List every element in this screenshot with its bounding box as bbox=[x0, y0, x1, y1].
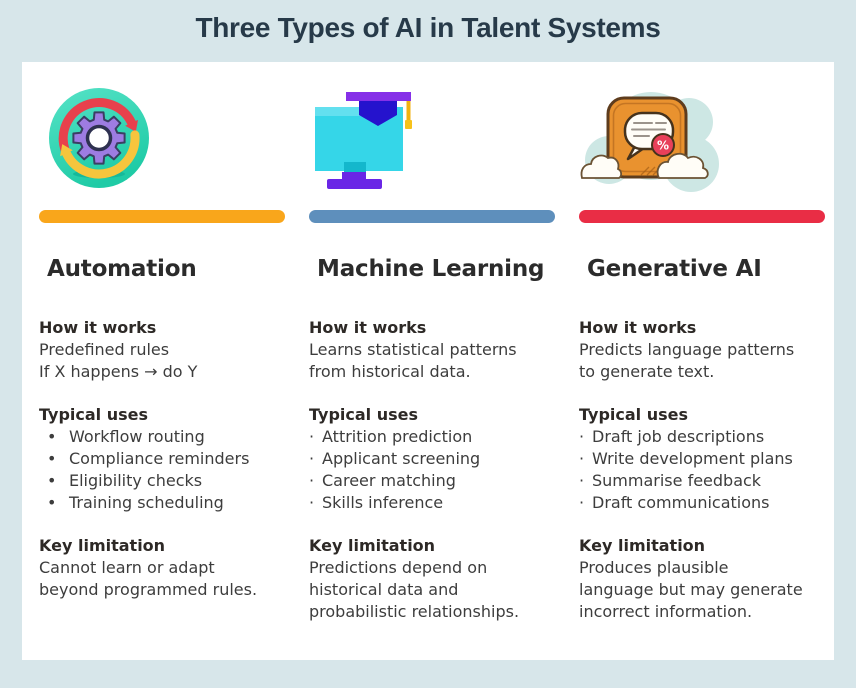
list-item: · Write development plans bbox=[579, 448, 825, 470]
how-it-works-label: How it works bbox=[39, 318, 157, 337]
list-item-text: Training scheduling bbox=[69, 493, 224, 512]
how-it-works-text: from historical data. bbox=[309, 362, 471, 381]
list-item-text: Draft communications bbox=[592, 493, 770, 512]
key-limitation-section: Key limitation Predictions depend on his… bbox=[309, 535, 555, 623]
typical-uses-section: Typical uses · Attrition prediction · Appl… bbox=[309, 404, 555, 514]
typical-uses-section: Typical uses • Workflow routing • Complian… bbox=[39, 404, 285, 514]
typical-uses-list: · Draft job descriptions · Write developme… bbox=[579, 426, 825, 514]
list-item-text: Summarise feedback bbox=[592, 471, 762, 490]
computer-graduation-icon bbox=[315, 92, 412, 189]
list-item-text: Write development plans bbox=[592, 449, 793, 468]
how-it-works-text: If X happens → do Y bbox=[39, 362, 198, 381]
typical-uses-label: Typical uses bbox=[39, 405, 149, 424]
page-title: Three Types of AI in Talent Systems bbox=[195, 12, 661, 43]
bullet-glyph: • bbox=[47, 427, 57, 446]
list-item-text: Skills inference bbox=[322, 493, 444, 512]
list-item: · Summarise feedback bbox=[579, 470, 825, 492]
svg-text:%: % bbox=[657, 139, 669, 153]
typical-uses-label: Typical uses bbox=[579, 405, 689, 424]
key-limitation-text: Predictions depend on bbox=[309, 558, 488, 577]
list-item: • Workflow routing bbox=[39, 426, 285, 448]
bullet-glyph: • bbox=[47, 493, 57, 512]
bullet-glyph: · bbox=[309, 449, 315, 468]
how-it-works-label: How it works bbox=[579, 318, 697, 337]
accent-bar bbox=[309, 210, 555, 223]
list-item-text: Draft job descriptions bbox=[592, 427, 765, 446]
column-generative-ai: % Generative AI How it works Predicts la… bbox=[579, 88, 825, 623]
list-item: • Training scheduling bbox=[39, 492, 285, 514]
content-card: Automation How it works Predefined rules… bbox=[22, 62, 834, 660]
how-it-works-section: How it works Predefined rules If X happe… bbox=[39, 317, 285, 383]
key-limitation-text: Produces plausible bbox=[579, 558, 729, 577]
list-item-text: Compliance reminders bbox=[69, 449, 250, 468]
list-item-text: Eligibility checks bbox=[69, 471, 203, 490]
column-heading: Automation bbox=[47, 256, 197, 282]
typical-uses-list: · Attrition prediction · Applicant screeni… bbox=[309, 426, 555, 514]
list-item: · Attrition prediction bbox=[309, 426, 555, 448]
typical-uses-label: Typical uses bbox=[309, 405, 419, 424]
process-cycle-icon bbox=[49, 88, 149, 188]
key-limitation-text: historical data and bbox=[309, 580, 459, 599]
how-it-works-text: Predefined rules bbox=[39, 340, 170, 359]
key-limitation-text: language but may generate bbox=[579, 580, 803, 599]
list-item: • Compliance reminders bbox=[39, 448, 285, 470]
column-heading: Generative AI bbox=[587, 256, 762, 282]
list-item-text: Career matching bbox=[322, 471, 456, 490]
automation-icon-box bbox=[39, 88, 285, 210]
key-limitation-label: Key limitation bbox=[309, 536, 436, 555]
column-automation: Automation How it works Predefined rules… bbox=[39, 88, 285, 623]
three-columns: Automation How it works Predefined rules… bbox=[22, 62, 834, 623]
key-limitation-text: probabilistic relationships. bbox=[309, 602, 520, 621]
list-item: • Eligibility checks bbox=[39, 470, 285, 492]
column-machine-learning: Machine Learning How it works Learns sta… bbox=[309, 88, 555, 623]
generative-ai-icon-box: % bbox=[579, 88, 825, 210]
list-item: · Career matching bbox=[309, 470, 555, 492]
key-limitation-label: Key limitation bbox=[39, 536, 166, 555]
typical-uses-section: Typical uses · Draft job descriptions · Wr… bbox=[579, 404, 825, 514]
how-it-works-label: How it works bbox=[309, 318, 427, 337]
list-item-text: Workflow routing bbox=[69, 427, 205, 446]
list-item: · Draft job descriptions bbox=[579, 426, 825, 448]
bullet-glyph: · bbox=[579, 471, 585, 490]
key-limitation-section: Key limitation Cannot learn or adapt bey… bbox=[39, 535, 285, 601]
bullet-glyph: · bbox=[309, 471, 315, 490]
list-item: · Applicant screening bbox=[309, 448, 555, 470]
how-it-works-section: How it works Learns statistical patterns… bbox=[309, 317, 555, 383]
list-item-text: Applicant screening bbox=[322, 449, 481, 468]
list-item: · Skills inference bbox=[309, 492, 555, 514]
accent-bar bbox=[579, 210, 825, 223]
typical-uses-list: •Workflow routing •Compliance reminders … bbox=[39, 426, 285, 514]
page-header: Three Types of AI in Talent Systems bbox=[0, 0, 856, 44]
key-limitation-label: Key limitation bbox=[579, 536, 706, 555]
bullet-glyph: · bbox=[579, 493, 585, 512]
chat-percent-icon: % bbox=[580, 92, 719, 192]
key-limitation-text: incorrect information. bbox=[579, 602, 753, 621]
key-limitation-text: Cannot learn or adapt bbox=[39, 558, 215, 577]
key-limitation-section: Key limitation Produces plausible langua… bbox=[579, 535, 825, 623]
list-item-text: Attrition prediction bbox=[322, 427, 473, 446]
how-it-works-section: How it works Predicts language patterns … bbox=[579, 317, 825, 383]
column-heading: Machine Learning bbox=[317, 256, 545, 282]
bullet-glyph: • bbox=[47, 449, 57, 468]
bullet-glyph: · bbox=[579, 427, 585, 446]
list-item: · Draft communications bbox=[579, 492, 825, 514]
bullet-glyph: · bbox=[579, 449, 585, 468]
bullet-glyph: · bbox=[309, 493, 315, 512]
bullet-glyph: · bbox=[309, 427, 315, 446]
bullet-glyph: • bbox=[47, 471, 57, 490]
how-it-works-text: Learns statistical patterns bbox=[309, 340, 517, 359]
key-limitation-text: beyond programmed rules. bbox=[39, 580, 258, 599]
how-it-works-text: Predicts language patterns bbox=[579, 340, 795, 359]
how-it-works-text: to generate text. bbox=[579, 362, 715, 381]
accent-bar bbox=[39, 210, 285, 223]
machine-learning-icon-box bbox=[309, 88, 555, 210]
